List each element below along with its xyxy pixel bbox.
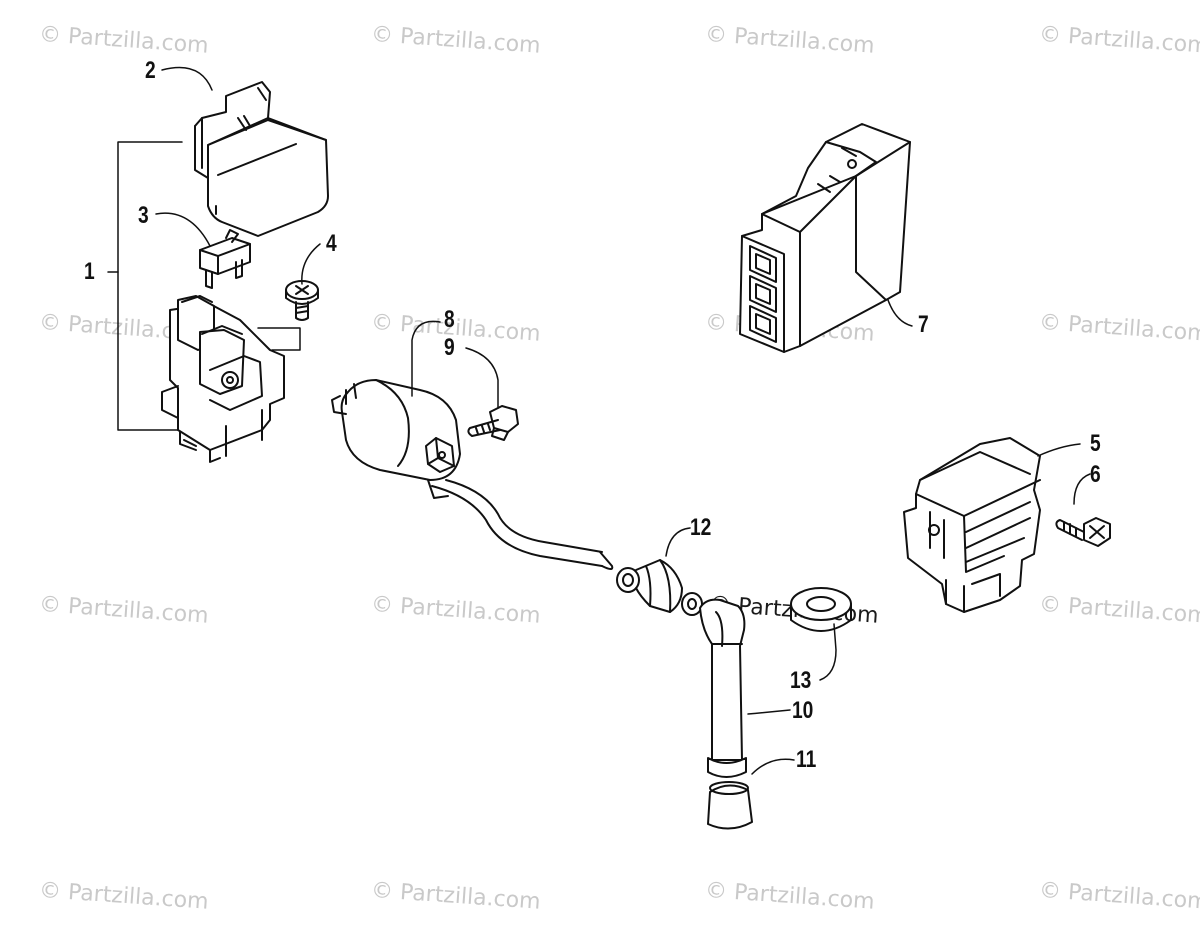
callout-4: 4	[326, 230, 337, 257]
callout-5: 5	[1090, 430, 1101, 457]
callout-11: 11	[796, 746, 817, 773]
screw-part-4	[285, 280, 319, 321]
callout-8: 8	[444, 306, 455, 333]
leader-part-4	[257, 327, 301, 351]
bracket-1	[107, 141, 183, 431]
callout-12: 12	[690, 514, 712, 541]
callout-6: 6	[1090, 461, 1101, 488]
callout-13: 13	[790, 667, 812, 694]
regulator-part	[903, 437, 1041, 613]
end-cap-part	[707, 781, 753, 830]
plug-boot-part	[699, 598, 747, 778]
callout-1: 1	[84, 258, 95, 285]
relay-cover-part	[194, 81, 329, 237]
grommet-part	[790, 587, 852, 632]
cdi-module-part	[739, 123, 911, 353]
callout-9: 9	[444, 334, 455, 361]
bolt-part-9	[467, 405, 519, 441]
leader-lines	[155, 66, 1091, 775]
fuse-part	[199, 229, 251, 289]
callout-10: 10	[792, 697, 814, 724]
bolt-part-6	[1055, 517, 1111, 547]
relay-assembly-part	[161, 295, 285, 463]
callout-3: 3	[138, 202, 149, 229]
cap-connector-part	[616, 559, 703, 616]
ignition-coil-part	[331, 379, 614, 570]
callout-7: 7	[918, 311, 929, 338]
callout-2: 2	[145, 57, 156, 84]
